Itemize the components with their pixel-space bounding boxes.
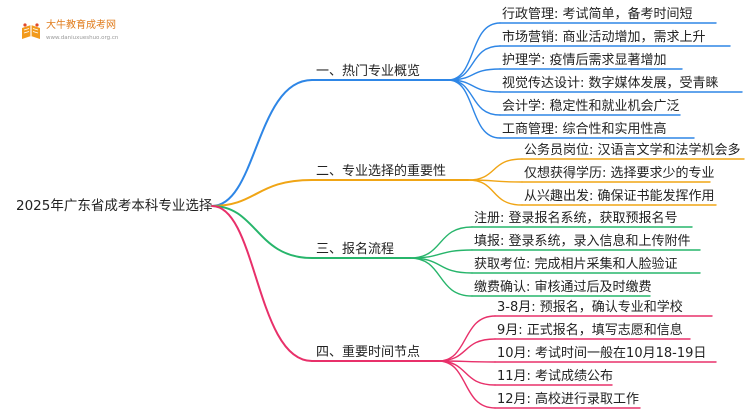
- leaf-november: 11月: 考试成绩公布: [497, 369, 614, 384]
- leaf-connector: [409, 257, 473, 297]
- leaf-civil-service: 公务员岗位: 汉语言文学和法学机会多: [524, 143, 741, 158]
- leaf-degree-only: 仅想获得学历: 选择要求少的专业: [524, 166, 715, 181]
- leaf-connector: [467, 158, 523, 181]
- leaf-business-administration: 工商管理: 综合性和实用性高: [502, 122, 667, 137]
- branch-hot-majors: 一、热门专业概览: [316, 64, 421, 79]
- leaf-december: 12月: 高校进行录取工作: [497, 392, 640, 407]
- site-logo: 大牛教育成考网 www.daniuxueshuo.org.cn: [20, 19, 126, 47]
- root-connector: [211, 205, 313, 259]
- book-logo-icon: [22, 23, 40, 39]
- leaf-marketing: 市场营销: 商业活动增加，需求上升: [502, 30, 706, 45]
- leaf-public-administration: 行政管理: 考试简单，备考时间短: [502, 7, 693, 22]
- leaf-connector: [409, 257, 473, 274]
- leaf-march-august: 3-8月: 预报名，确认专业和学校: [497, 300, 683, 315]
- root-connector: [211, 79, 313, 207]
- root-topic: 2025年广东省成考本科专业选择: [16, 198, 213, 214]
- root-connector: [211, 205, 313, 362]
- leaf-register: 注册: 登录报名系统，获取预报名号: [474, 211, 678, 226]
- branch-importance: 二、专业选择的重要性: [316, 164, 447, 179]
- leaf-connector: [447, 22, 501, 81]
- leaf-nursing: 护理学: 疫情后需求显著增加: [502, 53, 667, 68]
- leaf-connector: [437, 360, 496, 409]
- leaf-connector: [409, 226, 473, 259]
- leaf-october: 10月: 考试时间一般在10月18-19日: [497, 346, 707, 361]
- leaf-exam-seat: 获取考位: 完成相片采集和人脸验证: [474, 257, 678, 272]
- leaf-fill-in: 填报: 登录系统，录入信息和上传附件: [474, 234, 691, 249]
- leaf-connector: [437, 315, 496, 362]
- leaf-connector: [437, 360, 496, 386]
- leaf-september: 9月: 正式报名，填写志愿和信息: [497, 323, 683, 338]
- leaf-visual-design: 视觉传达设计: 数字媒体发展，受青睐: [502, 76, 719, 91]
- leaf-interest: 从兴趣出发: 确保证书能发挥作用: [524, 189, 715, 204]
- logo-site-url: www.daniuxueshuo.org.cn: [46, 35, 119, 41]
- root-connector: [211, 179, 313, 207]
- leaf-connector: [437, 338, 496, 362]
- leaf-accounting: 会计学: 稳定性和就业机会广泛: [502, 99, 680, 114]
- logo-site-name: 大牛教育成考网: [46, 20, 116, 31]
- leaf-connector: [447, 45, 501, 81]
- leaf-connector: [447, 79, 501, 116]
- leaf-payment: 缴费确认: 审核通过后及时缴费: [474, 280, 652, 295]
- leaf-connector: [447, 79, 501, 139]
- leaf-connector: [467, 179, 523, 206]
- branch-registration: 三、报名流程: [316, 242, 395, 257]
- branch-key-dates: 四、重要时间节点: [316, 345, 421, 360]
